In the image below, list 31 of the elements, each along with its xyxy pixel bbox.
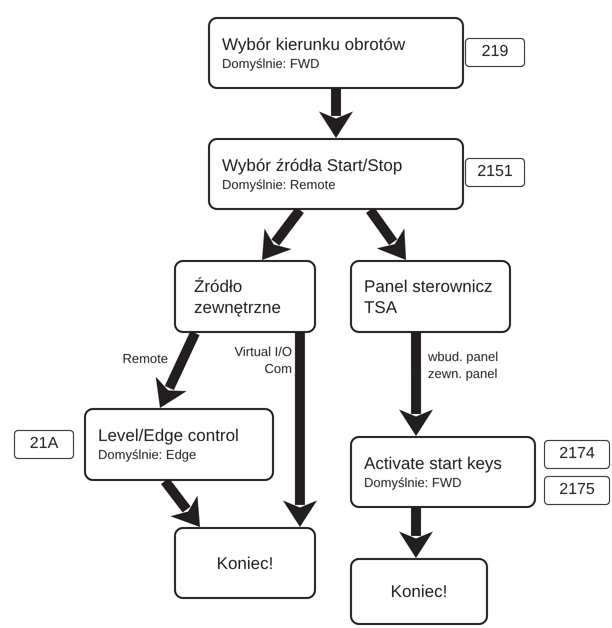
step-title: Panel sterownicz TSA xyxy=(364,276,494,318)
parameter-number: 219 xyxy=(465,38,525,67)
arrow xyxy=(399,508,433,558)
arrow xyxy=(319,89,353,138)
step-title: Wybór źródła Start/Stop xyxy=(222,154,404,176)
process-box xyxy=(350,558,488,625)
parameter-number: 2151 xyxy=(465,158,525,187)
parameter-number: 21A xyxy=(14,430,74,459)
step-title: Koniec! xyxy=(390,581,448,602)
process-box xyxy=(350,436,536,508)
process-box xyxy=(174,527,316,599)
arrow xyxy=(156,330,200,408)
step-title: Źródło zewnętrzne xyxy=(194,276,282,318)
step-title: Activate start keys xyxy=(364,452,503,474)
default-value-text: Domyślnie: Edge xyxy=(98,446,198,464)
parameter-number: 2175 xyxy=(544,476,610,505)
process-box xyxy=(84,408,274,481)
process-box xyxy=(208,17,464,89)
arrow xyxy=(282,333,317,527)
default-value-text: Domyślnie: Remote xyxy=(222,176,336,194)
process-box xyxy=(174,260,316,333)
arrow xyxy=(366,207,406,260)
process-box xyxy=(208,138,464,210)
default-value-text: Domyślnie: FWD xyxy=(222,54,321,72)
process-box xyxy=(350,260,511,333)
default-value-text: Domyślnie: FWD xyxy=(364,474,463,492)
parameter-number: 2174 xyxy=(544,440,610,469)
step-title: Koniec! xyxy=(216,552,274,574)
step-title: Wybór kierunku obrotów xyxy=(222,34,406,54)
step-title: Level/Edge control xyxy=(98,425,240,446)
arrow xyxy=(399,333,434,436)
